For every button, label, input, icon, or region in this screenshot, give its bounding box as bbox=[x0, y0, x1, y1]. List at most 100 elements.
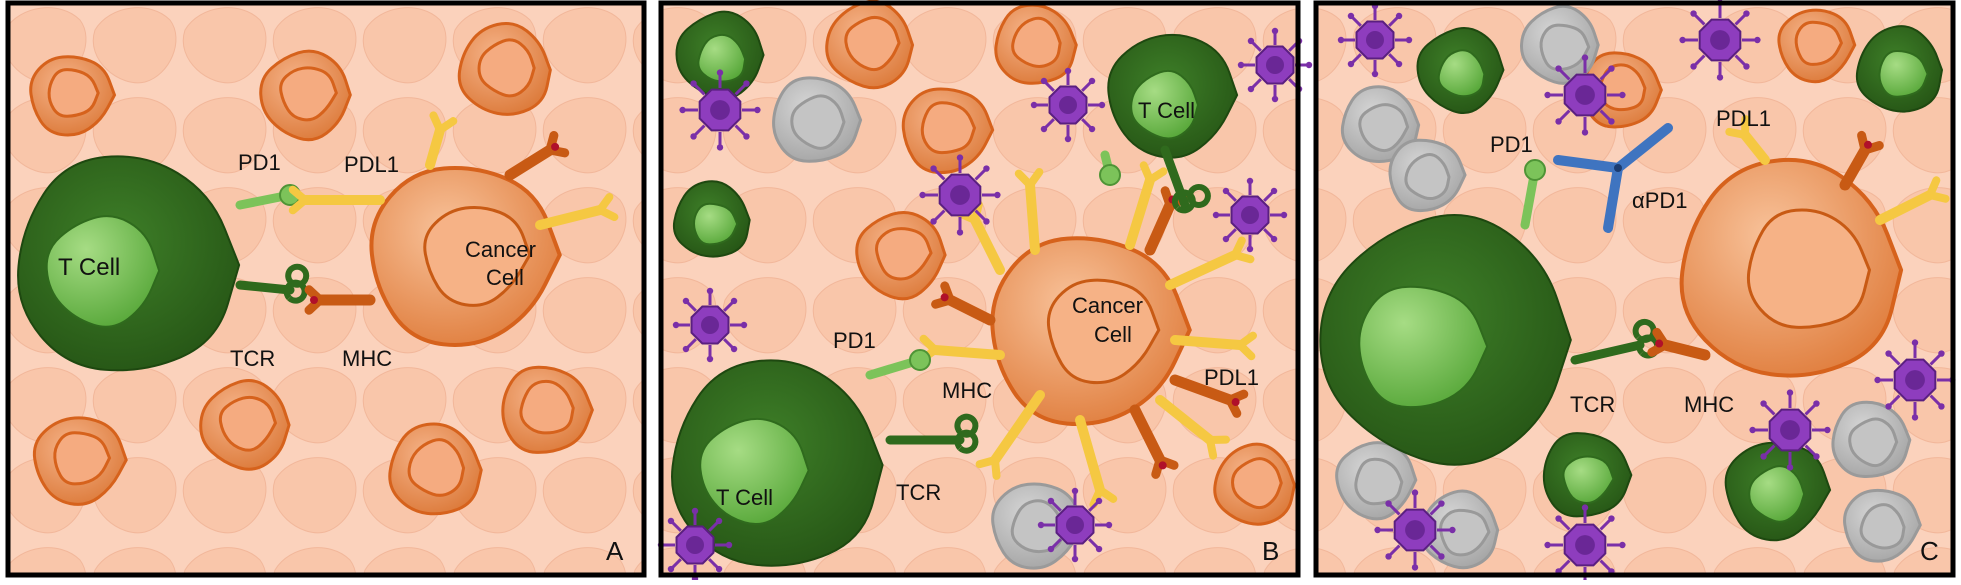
virus-spike-tip bbox=[994, 192, 1000, 198]
virus-spike-tip bbox=[1555, 118, 1561, 124]
panel-c-antibody-label: αPD1 bbox=[1632, 188, 1688, 213]
virus-spike-tip bbox=[1582, 129, 1588, 135]
virus-particle bbox=[1374, 489, 1455, 570]
virus-spike-tip bbox=[683, 298, 689, 304]
virus-spike-tip bbox=[731, 298, 737, 304]
virus-spike-tip bbox=[1248, 38, 1254, 44]
virus-spike-tip bbox=[1248, 86, 1254, 92]
virus-spike-tip bbox=[1760, 453, 1766, 459]
virus-spike-tip bbox=[1743, 63, 1749, 69]
virus-spike-tip bbox=[1608, 65, 1614, 71]
virus-spike-tip bbox=[1813, 453, 1819, 459]
small-cancer-nucleus bbox=[49, 70, 98, 117]
virus-spike-tip bbox=[1072, 488, 1078, 494]
virus-spike-tip bbox=[1754, 37, 1760, 43]
virus-spike-tip bbox=[1938, 350, 1944, 356]
virus-core bbox=[1241, 206, 1259, 224]
virus-spike-tip bbox=[1555, 65, 1561, 71]
virus-spike-tip bbox=[1281, 212, 1287, 218]
virus-spike-tip bbox=[1271, 236, 1277, 242]
virus-spike-tip bbox=[1608, 515, 1614, 521]
virus-spike-tip bbox=[726, 542, 732, 548]
virus-particle bbox=[679, 69, 760, 150]
virus-spike-tip bbox=[1813, 400, 1819, 406]
virus-spike-tip bbox=[1396, 13, 1402, 19]
panel-a-cancer-label-2: Cell bbox=[486, 265, 524, 290]
virus-spike-tip bbox=[717, 69, 723, 75]
antigen-peptide bbox=[941, 293, 949, 301]
panel-c-letter: C bbox=[1920, 536, 1939, 566]
virus-spike-tip bbox=[1582, 504, 1588, 510]
virus-spike-tip bbox=[679, 107, 685, 113]
virus-core bbox=[1905, 370, 1925, 390]
virus-spike-tip bbox=[1912, 414, 1918, 420]
virus-particle bbox=[1038, 488, 1112, 562]
virus-core bbox=[1575, 535, 1595, 555]
virus-spike-tip bbox=[1412, 564, 1418, 570]
virus-spike-tip bbox=[1348, 13, 1354, 19]
panel-b-letter: B bbox=[1262, 536, 1279, 566]
virus-spike-tip bbox=[1787, 464, 1793, 470]
antigen-peptide bbox=[310, 296, 318, 304]
virus-core bbox=[1575, 85, 1595, 105]
virus-core bbox=[1780, 420, 1800, 440]
panel-a-pd1-label: PD1 bbox=[238, 150, 281, 175]
virus-spike-tip bbox=[1912, 339, 1918, 345]
virus-spike-tip bbox=[1048, 546, 1054, 552]
virus-spike-tip bbox=[1885, 403, 1891, 409]
virus-spike-tip bbox=[1247, 246, 1253, 252]
virus-spike-tip bbox=[1582, 54, 1588, 60]
virus-spike-tip bbox=[1041, 126, 1047, 132]
virus-core bbox=[1266, 56, 1284, 74]
virus-spike-tip bbox=[1374, 527, 1380, 533]
virus-spike-tip bbox=[1743, 10, 1749, 16]
virus-core bbox=[1066, 516, 1084, 534]
virus-spike-tip bbox=[717, 144, 723, 150]
pdl1-receptor bbox=[1175, 340, 1240, 345]
panel-c-tcr-label: TCR bbox=[1570, 392, 1615, 417]
virus-spike-tip bbox=[1824, 427, 1830, 433]
panel-b-pd1-label: PD1 bbox=[833, 328, 876, 353]
virus-particle bbox=[1749, 389, 1830, 470]
virus-particle bbox=[1338, 3, 1412, 77]
virus-spike-tip bbox=[1038, 522, 1044, 528]
virus-spike-tip bbox=[1938, 403, 1944, 409]
panel-a-tcr-label: TCR bbox=[230, 346, 275, 371]
panel-b-cancer-label-2: Cell bbox=[1094, 322, 1132, 347]
virus-core bbox=[950, 185, 970, 205]
virus-spike-tip bbox=[1096, 546, 1102, 552]
antibody-hinge bbox=[1614, 164, 1622, 172]
virus-particle bbox=[1031, 68, 1105, 142]
panel-a-tcell-label: T Cell bbox=[58, 254, 120, 281]
virus-spike-tip bbox=[1223, 188, 1229, 194]
virus-spike-tip bbox=[1555, 515, 1561, 521]
virus-spike-tip bbox=[1272, 28, 1278, 34]
panel-a-cancer-label-1: Cancer bbox=[465, 237, 536, 262]
virus-spike-tip bbox=[1544, 542, 1550, 548]
virus-core bbox=[686, 536, 704, 554]
virus-spike-tip bbox=[983, 218, 989, 224]
virus-spike-tip bbox=[754, 107, 760, 113]
pdl1-head bbox=[1210, 440, 1213, 456]
virus-spike-tip bbox=[692, 508, 698, 514]
virus-spike-tip bbox=[1089, 126, 1095, 132]
virus-spike-tip bbox=[1619, 542, 1625, 548]
virus-spike-tip bbox=[716, 518, 722, 524]
virus-spike-tip bbox=[1048, 498, 1054, 504]
virus-spike-tip bbox=[668, 566, 674, 572]
virus-spike-tip bbox=[1874, 377, 1880, 383]
panel-a-pdl1-label: PDL1 bbox=[344, 152, 399, 177]
virus-spike-tip bbox=[731, 346, 737, 352]
panel-b-tcr-label: TCR bbox=[896, 480, 941, 505]
virus-core bbox=[701, 316, 719, 334]
tcr-receptor bbox=[240, 285, 290, 290]
virus-spike-tip bbox=[1348, 61, 1354, 67]
virus-spike-tip bbox=[1396, 61, 1402, 67]
virus-spike-tip bbox=[1271, 188, 1277, 194]
virus-particle bbox=[673, 288, 747, 362]
virus-spike-tip bbox=[1247, 178, 1253, 184]
virus-spike-tip bbox=[1089, 78, 1095, 84]
virus-spike-tip bbox=[1385, 553, 1391, 559]
pdl1-receptor bbox=[1030, 185, 1035, 250]
